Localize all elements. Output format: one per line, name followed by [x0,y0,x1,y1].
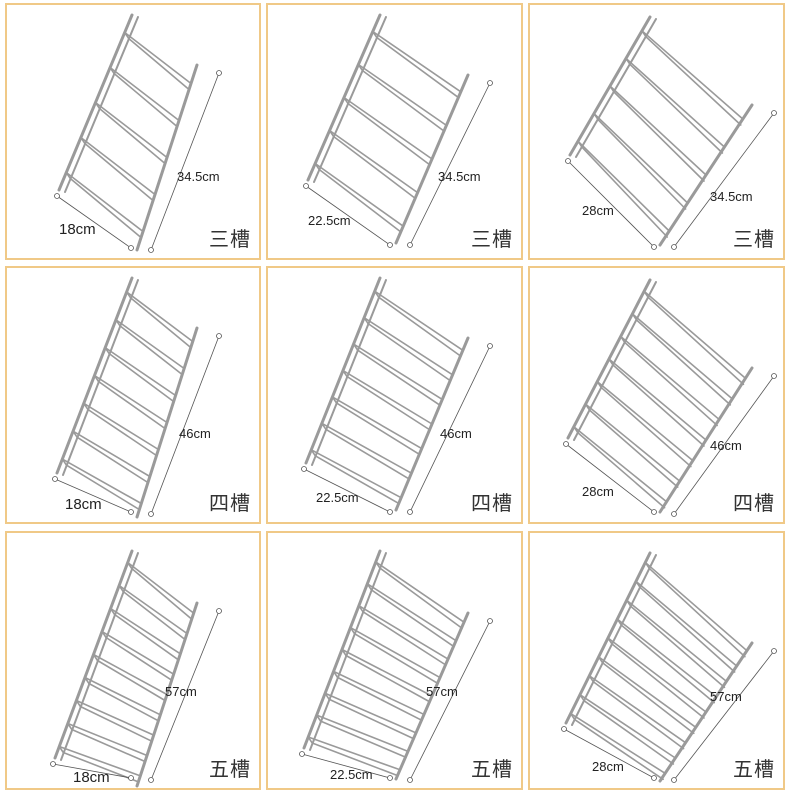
slot-count-label: 四槽 [733,491,775,515]
height-label: 46cm [710,438,742,453]
panel-7: 18cm 57cm 五槽 [5,531,261,790]
rack-illustration [561,551,777,783]
slot-count-label: 三槽 [733,227,775,251]
height-label: 57cm [710,689,742,704]
slot-count-label: 四槽 [471,491,513,515]
rack-illustration [303,13,493,248]
slot-count-label: 三槽 [209,227,251,251]
rack-illustration [54,13,222,253]
height-label: 34.5cm [177,169,220,184]
panel-6: 28cm 46cm 四槽 [528,266,785,524]
panel-9: 28cm 57cm 五槽 [528,531,785,790]
height-label: 46cm [440,426,472,441]
height-label: 57cm [165,684,197,699]
width-label: 18cm [73,769,110,786]
panel-3: 28cm 34.5cm 三槽 [528,3,785,260]
slot-count-label: 五槽 [209,757,251,781]
height-label: 34.5cm [710,189,753,204]
rack-illustration [52,276,222,519]
width-label: 18cm [65,496,102,513]
width-label: 28cm [582,203,614,218]
width-label: 22.5cm [308,213,351,228]
rack-illustration [301,276,493,515]
height-label: 34.5cm [438,169,481,184]
width-label: 18cm [59,221,96,238]
panel-1: 18cm 34.5cm 三槽 [5,3,261,260]
slot-count-label: 五槽 [733,757,775,781]
height-label: 46cm [179,426,211,441]
rack-illustration [565,15,777,250]
panel-4: 18cm 46cm 四槽 [5,266,261,524]
width-label: 28cm [582,484,614,499]
rack-illustration [299,549,493,783]
height-label: 57cm [426,684,458,699]
width-label: 22.5cm [330,767,373,782]
panel-8: 22.5cm 57cm 五槽 [266,531,523,790]
slot-count-label: 四槽 [209,491,251,515]
rack-illustration [563,278,777,517]
panel-5: 22.5cm 46cm 四槽 [266,266,523,524]
rack-illustration [50,549,222,788]
slot-count-label: 五槽 [471,757,513,781]
panel-2: 22.5cm 34.5cm 三槽 [266,3,523,260]
slot-count-label: 三槽 [471,227,513,251]
width-label: 28cm [592,759,624,774]
width-label: 22.5cm [316,490,359,505]
